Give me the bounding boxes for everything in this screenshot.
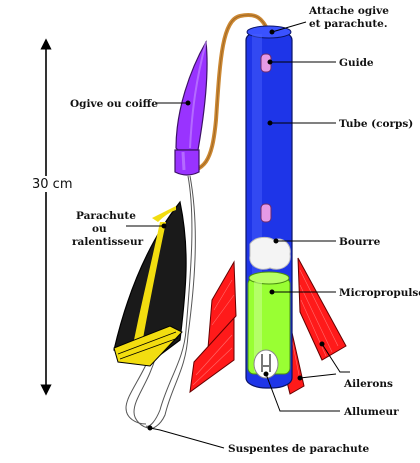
wadding — [249, 236, 291, 270]
label-bourre: Bourre — [339, 236, 381, 248]
dimension-label: 30 cm — [32, 177, 73, 192]
igniter-hole — [253, 349, 279, 379]
label-parachute-1: Parachute — [76, 210, 136, 222]
fin-right — [297, 257, 347, 361]
label-parachute-2: ou — [92, 223, 107, 235]
label-ailerons: Ailerons — [343, 378, 393, 390]
tube-body — [245, 25, 293, 389]
igniter — [261, 354, 271, 372]
ogive-nose-cone — [174, 40, 208, 176]
labels: Attache ogive et parachute. Guide Ogive … — [70, 5, 420, 455]
parachute-lines — [125, 175, 196, 429]
label-ogive: Ogive ou coiffe — [70, 98, 158, 110]
label-allumeur: Allumeur — [343, 406, 399, 418]
label-guide: Guide — [339, 57, 374, 69]
label-micropropulseur: Micropropulseur — [339, 287, 420, 299]
parachute — [113, 200, 187, 367]
guide-lower — [260, 203, 272, 223]
label-tube: Tube (corps) — [339, 118, 413, 130]
leader-lines — [126, 21, 350, 449]
label-attache-2: et parachute. — [309, 18, 388, 30]
label-attache-1: Attache ogive — [308, 5, 389, 17]
label-suspentes: Suspentes de parachute — [228, 443, 370, 455]
height-dimension: 30 cm — [30, 38, 73, 396]
fin-front-left — [189, 316, 235, 394]
label-parachute-3: ralentisseur — [72, 236, 144, 248]
